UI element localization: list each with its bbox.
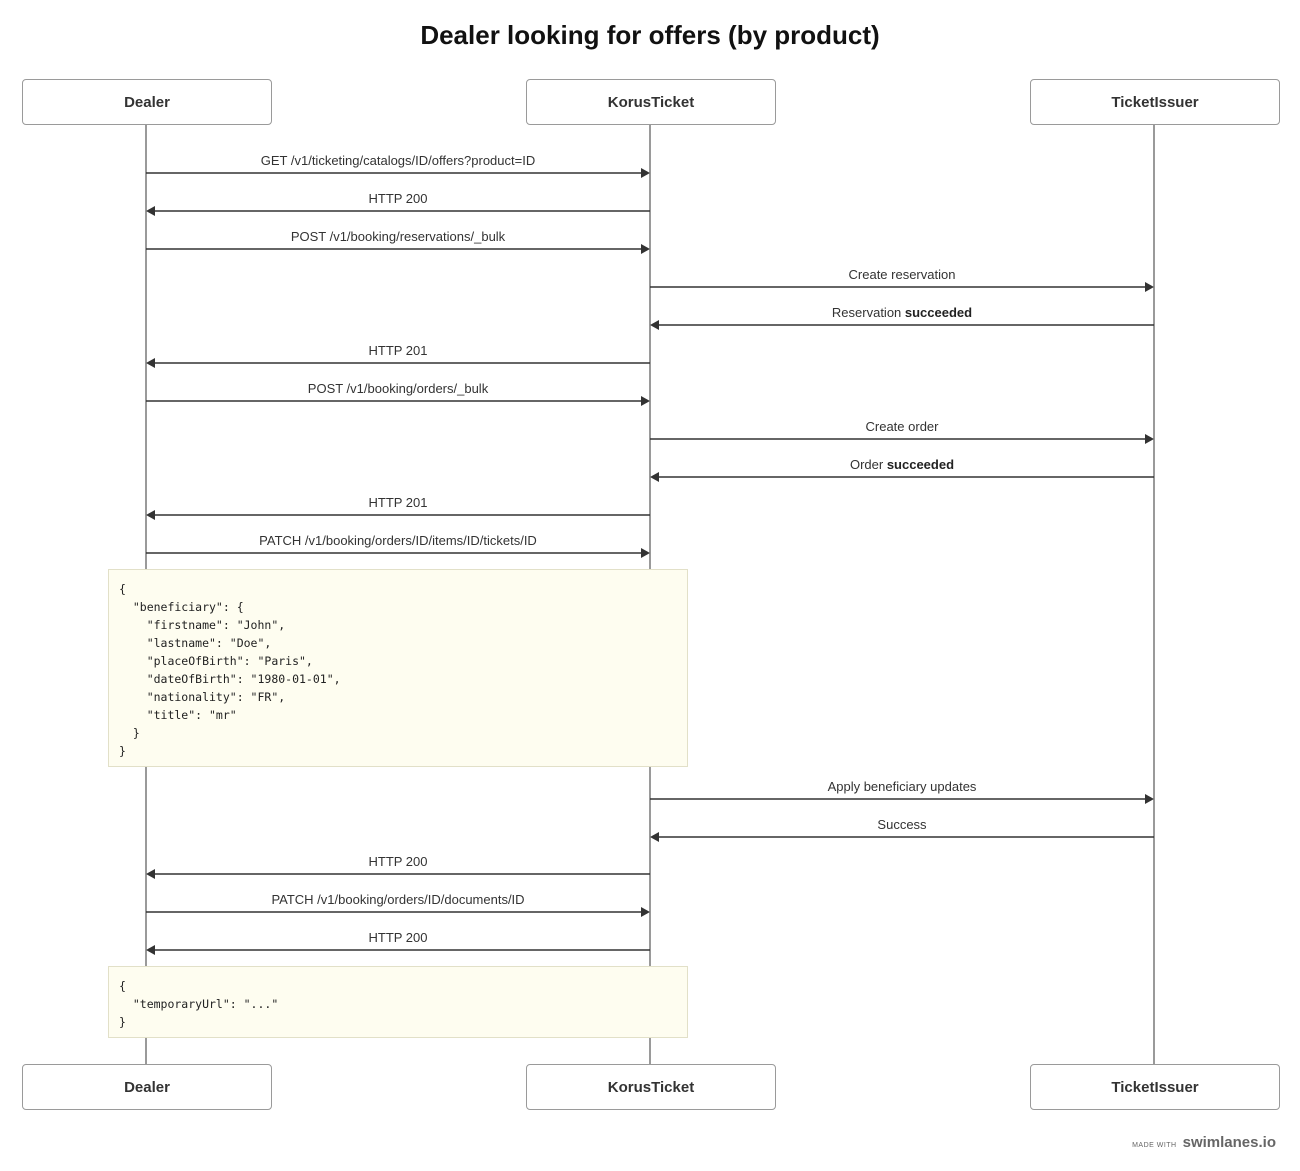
message-label-8: Create order bbox=[650, 419, 1154, 434]
actor-korusticket-bottom: KorusTicket bbox=[526, 1064, 776, 1110]
arrowhead-14 bbox=[146, 869, 155, 879]
message-label-13: Success bbox=[650, 817, 1154, 832]
message-status: succeeded bbox=[904, 305, 973, 320]
message-status: succeeded bbox=[886, 457, 955, 472]
arrowhead-2 bbox=[146, 206, 155, 216]
arrowhead-15 bbox=[641, 907, 650, 917]
actor-dealer-bottom: Dealer bbox=[22, 1064, 272, 1110]
json-note-2: { "temporaryUrl": "..." } bbox=[108, 966, 688, 1038]
message-text: Reservation bbox=[831, 305, 905, 320]
message-text: HTTP 200 bbox=[368, 191, 428, 206]
message-label-14: HTTP 200 bbox=[146, 854, 650, 869]
footer-credit[interactable]: MADE WITH swimlanes.io bbox=[1132, 1134, 1276, 1151]
message-text: HTTP 201 bbox=[368, 495, 428, 510]
arrowhead-4 bbox=[1145, 282, 1154, 292]
message-text: Apply beneficiary updates bbox=[827, 779, 977, 794]
message-text: HTTP 200 bbox=[368, 930, 428, 945]
message-label-6: HTTP 201 bbox=[146, 343, 650, 358]
json-note-1: { "beneficiary": { "firstname": "John", … bbox=[108, 569, 688, 767]
arrowhead-8 bbox=[1145, 434, 1154, 444]
swimlanes-logo: swimlanes.io bbox=[1182, 1134, 1276, 1151]
arrowhead-13 bbox=[650, 832, 659, 842]
message-text: POST /v1/booking/reservations/_bulk bbox=[290, 229, 506, 244]
arrowhead-7 bbox=[641, 396, 650, 406]
message-text: HTTP 201 bbox=[368, 343, 428, 358]
message-label-12: Apply beneficiary updates bbox=[650, 779, 1154, 794]
message-text: PATCH /v1/booking/orders/ID/items/ID/tic… bbox=[259, 533, 537, 548]
arrowhead-11 bbox=[641, 548, 650, 558]
message-text: POST /v1/booking/orders/_bulk bbox=[307, 381, 489, 396]
message-label-5: Reservation succeeded bbox=[650, 305, 1154, 320]
message-text: Create order bbox=[865, 419, 939, 434]
arrowhead-5 bbox=[650, 320, 659, 330]
arrowhead-9 bbox=[650, 472, 659, 482]
actor-ticketissuer-top: TicketIssuer bbox=[1030, 79, 1280, 125]
message-label-16: HTTP 200 bbox=[146, 930, 650, 945]
made-with-label: MADE WITH bbox=[1132, 1142, 1177, 1149]
message-label-11: PATCH /v1/booking/orders/ID/items/ID/tic… bbox=[146, 533, 650, 548]
lifeline-ticketissuer bbox=[1153, 125, 1155, 1064]
arrowhead-6 bbox=[146, 358, 155, 368]
actor-korusticket-top: KorusTicket bbox=[526, 79, 776, 125]
actor-dealer-top: Dealer bbox=[22, 79, 272, 125]
message-label-10: HTTP 201 bbox=[146, 495, 650, 510]
message-label-15: PATCH /v1/booking/orders/ID/documents/ID bbox=[146, 892, 650, 907]
message-text: HTTP 200 bbox=[368, 854, 428, 869]
message-text: Success bbox=[877, 817, 927, 832]
arrowhead-1 bbox=[641, 168, 650, 178]
message-label-2: HTTP 200 bbox=[146, 191, 650, 206]
message-text: Order bbox=[849, 457, 887, 472]
message-label-3: POST /v1/booking/reservations/_bulk bbox=[146, 229, 650, 244]
diagram-title: Dealer looking for offers (by product) bbox=[420, 20, 880, 50]
message-label-9: Order succeeded bbox=[650, 457, 1154, 472]
arrowhead-12 bbox=[1145, 794, 1154, 804]
message-text: GET /v1/ticketing/catalogs/ID/offers?pro… bbox=[260, 153, 536, 168]
arrowhead-10 bbox=[146, 510, 155, 520]
message-label-7: POST /v1/booking/orders/_bulk bbox=[146, 381, 650, 396]
message-label-4: Create reservation bbox=[650, 267, 1154, 282]
message-text: PATCH /v1/booking/orders/ID/documents/ID bbox=[271, 892, 525, 907]
message-label-1: GET /v1/ticketing/catalogs/ID/offers?pro… bbox=[146, 153, 650, 168]
arrowhead-16 bbox=[146, 945, 155, 955]
message-text: Create reservation bbox=[848, 267, 956, 282]
actor-ticketissuer-bottom: TicketIssuer bbox=[1030, 1064, 1280, 1110]
arrowhead-3 bbox=[641, 244, 650, 254]
